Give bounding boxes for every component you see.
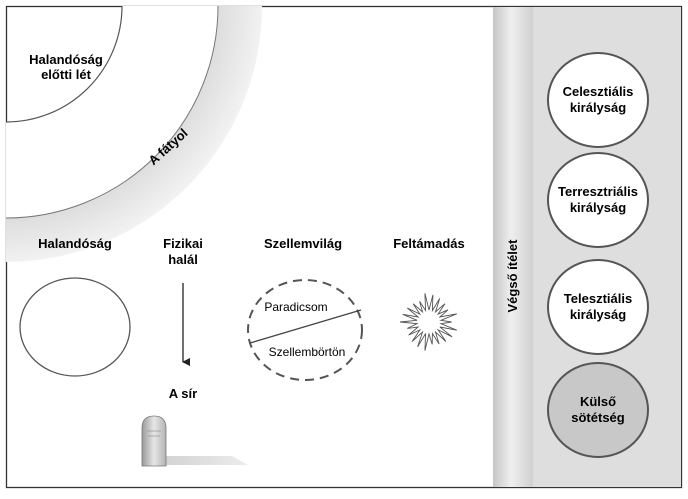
mortality-circle [19,277,131,377]
pre-mortal-inner-edge [5,5,123,123]
spirit-world-heading: Szellemvilág [264,236,342,251]
paradise-label: Paradicsom [264,300,327,314]
gravestone-icon [141,415,248,467]
veil-band [6,6,262,262]
mortality-heading: Halandóság [38,236,112,251]
veil-inner-edge [5,5,219,219]
spirit-prison-label: Szellembörtön [269,345,346,359]
final-judgment-label: Végső ítélet [505,239,520,313]
resurrection-heading: Feltámadás [393,236,465,251]
grave-heading: A sír [169,386,197,401]
pre-mortal-region [6,6,218,218]
spirit-world-circle [247,279,363,381]
final-judgment-band [493,7,533,487]
resurrection-burst-icon [399,293,457,351]
